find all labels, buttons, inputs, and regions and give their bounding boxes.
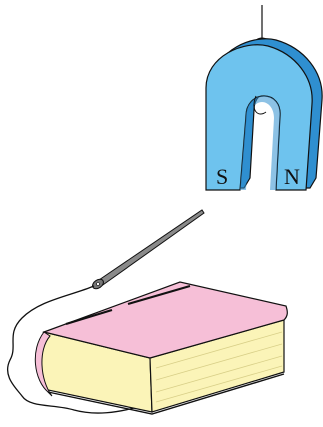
north-pole-label: N <box>284 164 300 189</box>
needle-eye-hole <box>97 283 100 286</box>
needle-shaft <box>96 210 204 287</box>
south-pole-label: S <box>216 164 228 189</box>
